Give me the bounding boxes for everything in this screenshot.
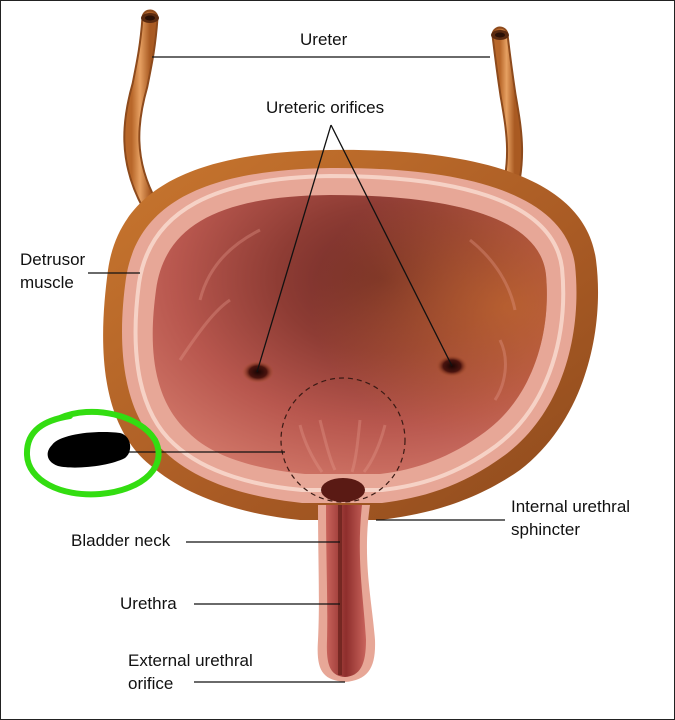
detrusor-label-line2: muscle <box>20 272 85 295</box>
external-orifice-line2: orifice <box>128 673 253 696</box>
internal-urethral-sphincter-label: Internal urethral sphincter <box>511 496 630 542</box>
urethra-label: Urethra <box>120 593 177 616</box>
ureter-label: Ureter <box>300 29 347 52</box>
detrusor-label-line1: Detrusor <box>20 249 85 272</box>
internal-sphincter-line2: sphincter <box>511 519 630 542</box>
detrusor-muscle-label: Detrusor muscle <box>20 249 85 295</box>
external-urethral-orifice-label: External urethral orifice <box>128 650 253 696</box>
internal-urethral-opening <box>321 478 365 502</box>
bladder-neck-label: Bladder neck <box>71 530 170 553</box>
external-orifice-line1: External urethral <box>128 650 253 673</box>
black-redaction-blot <box>48 432 131 468</box>
internal-sphincter-line1: Internal urethral <box>511 496 630 519</box>
left-ureteric-orifice <box>242 361 274 383</box>
ureteric-orifices-label: Ureteric orifices <box>266 97 384 120</box>
left-ureter <box>132 13 159 205</box>
urethra-tube <box>318 505 375 682</box>
